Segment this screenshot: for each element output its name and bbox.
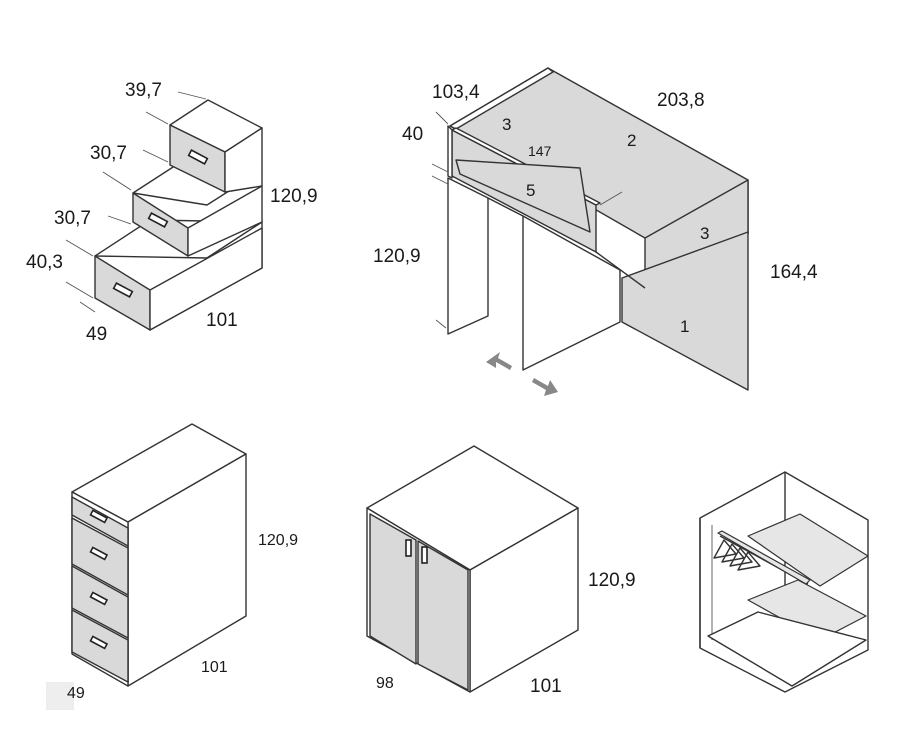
wardrobe-interior	[699, 471, 869, 693]
drawer-handle-icon	[187, 149, 209, 165]
dim-line	[65, 281, 94, 299]
desk-shelf	[455, 159, 591, 233]
dim-label-height: 120,9	[270, 186, 318, 207]
slide-arrow-right-icon	[532, 378, 558, 396]
desk-edge	[595, 251, 646, 289]
bottom-shelf	[707, 611, 867, 687]
dim-label-lower-step: 30,7	[54, 208, 91, 229]
dim-label-height: 120,9	[588, 570, 636, 591]
dim-label-top-height: 40	[402, 124, 423, 145]
part-number-back-rail: 2	[627, 131, 636, 150]
drawer-handle-icon	[89, 509, 109, 524]
slide-arrow-left-icon	[486, 352, 512, 370]
upper-shelf	[747, 513, 869, 587]
door-handle-icon	[421, 546, 428, 564]
drawer-handle-icon	[89, 591, 109, 606]
stairs-top-right-face	[224, 127, 263, 193]
cabinet-right-door	[417, 540, 469, 691]
desk-edge	[487, 197, 524, 217]
desk-middle-leg	[522, 215, 621, 371]
drawer-chest: 120,9 101 49	[46, 423, 298, 710]
dim-line	[177, 91, 207, 100]
wardrobe-cabinet: 120,9 101 98	[366, 445, 636, 697]
desk-rail-top	[449, 67, 554, 130]
dim-line	[102, 171, 132, 191]
drawer-handle-icon	[112, 282, 134, 298]
dim-label-depth: 49	[67, 685, 85, 702]
dim-line	[435, 111, 449, 125]
dim-label-height: 120,9	[258, 532, 298, 549]
dim-label-width: 101	[206, 310, 238, 331]
dim-line	[431, 163, 449, 173]
part-number-shelf: 5	[526, 181, 535, 200]
part-number-left-end: 3	[502, 115, 511, 134]
dim-label-total-height: 164,4	[770, 262, 818, 283]
dim-label-bottom-step: 40,3	[26, 252, 63, 273]
loft-desk: 103,4 40 203,8 147 120,9 164,4 3 2 5 3 1	[373, 67, 818, 396]
dim-line	[435, 319, 447, 329]
clothes-hanger-icon	[713, 539, 761, 571]
dim-label-leg-height: 120,9	[373, 246, 421, 267]
cabinet-left-door	[369, 513, 417, 665]
dim-label-depth: 98	[376, 675, 394, 692]
stairs-unit: 39,7 30,7 30,7 40,3 120,9 49 101	[26, 80, 318, 345]
dim-label-top-step: 39,7	[125, 80, 162, 101]
dim-line	[79, 301, 96, 313]
dim-line	[142, 149, 169, 163]
drawer-handle-icon	[89, 635, 109, 650]
dim-line	[65, 239, 94, 257]
dim-line	[145, 111, 169, 125]
part-number-side-panel: 1	[680, 317, 689, 336]
desk-side-panel	[621, 231, 749, 391]
dim-label-depth: 49	[86, 324, 107, 345]
dim-label-inner: 147	[528, 143, 552, 159]
stairs-middle-right-face	[187, 185, 263, 257]
drawer-handle-icon	[89, 546, 109, 561]
part-number-right-end: 3	[700, 224, 709, 243]
corner-swatch	[46, 682, 74, 710]
dim-label-top-depth: 103,4	[432, 82, 480, 103]
dim-line	[107, 215, 132, 225]
desk-left-leg	[447, 177, 489, 335]
dim-label-width: 101	[530, 676, 562, 697]
dim-label-middle-step: 30,7	[90, 143, 127, 164]
door-handle-icon	[405, 539, 412, 557]
desk-edge	[599, 191, 623, 206]
dim-line	[431, 175, 449, 185]
dim-label-width: 101	[201, 659, 228, 676]
stairs-bottom-right-face	[149, 227, 263, 331]
drawer-handle-icon	[147, 212, 169, 228]
chest-drawer-1	[71, 496, 129, 547]
dim-label-length: 203,8	[657, 90, 705, 111]
desk-front-edge	[447, 125, 453, 179]
hanging-rail-bar	[717, 530, 811, 585]
